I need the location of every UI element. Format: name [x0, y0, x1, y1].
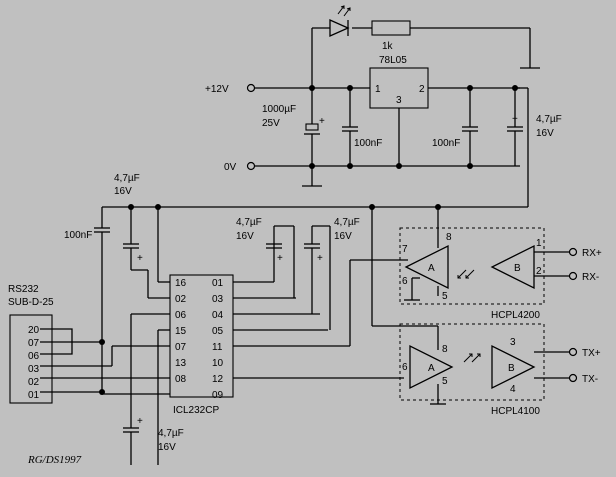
- author-signature: RG/DS1997: [27, 454, 82, 466]
- svg-text:HCPL4200: HCPL4200: [491, 310, 540, 321]
- svg-text:03: 03: [28, 364, 40, 375]
- svg-text:03: 03: [212, 294, 224, 305]
- svg-text:100nF: 100nF: [64, 230, 92, 241]
- svg-text:06: 06: [175, 310, 187, 321]
- svg-text:RS232: RS232: [8, 284, 39, 295]
- svg-text:100nF: 100nF: [432, 138, 460, 149]
- svg-text:16V: 16V: [236, 231, 254, 242]
- svg-text:+: +: [137, 253, 143, 264]
- svg-text:11: 11: [212, 342, 223, 353]
- svg-text:5: 5: [442, 291, 448, 302]
- svg-text:07: 07: [175, 342, 187, 353]
- resistor-1k: 1k: [371, 20, 411, 52]
- svg-text:6: 6: [402, 362, 408, 373]
- capacitor-47uf-bottom: + 4,7µF 16V: [123, 416, 184, 465]
- svg-text:04: 04: [212, 310, 224, 321]
- svg-text:01: 01: [212, 278, 224, 289]
- capacitor-47uf-mid2: + 4,7µF 16V: [304, 217, 360, 330]
- svg-text:16: 16: [175, 278, 187, 289]
- icl232-leads: [40, 207, 404, 465]
- capacitor-47uf-mid1: + 4,7µF 16V: [236, 217, 295, 298]
- svg-text:02: 02: [28, 377, 40, 388]
- svg-text:08: 08: [175, 374, 187, 385]
- capacitor-100nf-a: 100nF: [342, 88, 382, 166]
- svg-text:16V: 16V: [114, 186, 132, 197]
- svg-text:3: 3: [396, 95, 402, 106]
- svg-text:8: 8: [446, 232, 452, 243]
- hcpl4200: HCPL4200 A B 8 7 6 5 1 2 RX+ RX-: [349, 207, 602, 346]
- icl232-chip: 16 02 06 15 07 13 08 01 03 04 05 11 10 1…: [169, 274, 234, 416]
- rs232-connector: RS232 SUB-D-25 20 07 06 03 02 01: [8, 284, 112, 404]
- svg-text:15: 15: [175, 326, 187, 337]
- svg-text:A: A: [428, 363, 435, 374]
- svg-text:78L05: 78L05: [379, 55, 407, 66]
- svg-text:16V: 16V: [536, 128, 554, 139]
- svg-text:2: 2: [536, 266, 542, 277]
- svg-text:1k: 1k: [382, 41, 394, 52]
- capacitor-47uf-top: + 4,7µF 16V: [507, 88, 562, 166]
- svg-text:7: 7: [402, 244, 408, 255]
- svg-text:B: B: [514, 263, 521, 274]
- supply-terminals: +12V 0V: [205, 83, 256, 173]
- capacitor-1000uf: + 1000µF 25V: [262, 88, 325, 166]
- svg-text:0V: 0V: [224, 162, 237, 173]
- svg-text:06: 06: [28, 351, 40, 362]
- svg-text:16V: 16V: [334, 231, 352, 242]
- svg-text:02: 02: [175, 294, 187, 305]
- svg-text:05: 05: [212, 326, 224, 337]
- capacitor-100nf-c: 100nF: [64, 227, 110, 392]
- svg-text:A: A: [428, 263, 435, 274]
- svg-text:1000µF: 1000µF: [262, 104, 296, 115]
- svg-text:13: 13: [175, 358, 187, 369]
- svg-text:ICL232CP: ICL232CP: [173, 405, 219, 416]
- regulator-78l05: 78L05 1 2 3: [369, 55, 429, 109]
- svg-text:10: 10: [212, 358, 224, 369]
- svg-text:3: 3: [510, 337, 516, 348]
- power-supply-section: [254, 27, 540, 207]
- svg-text:4,7µF: 4,7µF: [158, 428, 184, 439]
- svg-text:25V: 25V: [262, 118, 280, 129]
- capacitor-100nf-b: 100nF: [432, 88, 478, 166]
- svg-text:07: 07: [28, 338, 40, 349]
- svg-text:8: 8: [442, 344, 448, 355]
- svg-text:4: 4: [510, 384, 516, 395]
- svg-text:5: 5: [442, 376, 448, 387]
- svg-text:4,7µF: 4,7µF: [114, 173, 140, 184]
- svg-text:2: 2: [419, 84, 425, 95]
- svg-text:+: +: [137, 416, 143, 427]
- svg-text:1: 1: [536, 238, 542, 249]
- svg-text:100nF: 100nF: [354, 138, 382, 149]
- svg-text:6: 6: [402, 276, 408, 287]
- svg-text:+: +: [317, 253, 323, 264]
- svg-text:+12V: +12V: [205, 84, 229, 95]
- svg-text:20: 20: [28, 325, 40, 336]
- svg-text:1: 1: [375, 84, 381, 95]
- svg-text:RX+: RX+: [582, 248, 602, 259]
- svg-text:+: +: [512, 114, 518, 125]
- svg-text:12: 12: [212, 374, 224, 385]
- svg-text:4,7µF: 4,7µF: [236, 217, 262, 228]
- svg-text:09: 09: [212, 390, 224, 401]
- svg-text:4,7µF: 4,7µF: [334, 217, 360, 228]
- svg-text:SUB-D-25: SUB-D-25: [8, 297, 54, 308]
- svg-text:TX-: TX-: [582, 374, 598, 385]
- svg-text:16V: 16V: [158, 442, 176, 453]
- svg-text:4,7µF: 4,7µF: [536, 114, 562, 125]
- svg-text:HCPL4100: HCPL4100: [491, 406, 540, 417]
- svg-text:01: 01: [28, 390, 40, 401]
- svg-text:RX-: RX-: [582, 272, 599, 283]
- led-symbol: [329, 5, 351, 38]
- main-bus: [101, 204, 528, 228]
- svg-text:+: +: [277, 253, 283, 264]
- svg-text:TX+: TX+: [582, 348, 601, 359]
- supply-junctions: [309, 85, 518, 169]
- svg-text:+: +: [319, 116, 325, 127]
- hcpl4100: HCPL4100 A B 8 6 5 3 4 TX+ TX-: [371, 207, 601, 417]
- svg-text:B: B: [508, 363, 515, 374]
- capacitor-47uf-left: + 4,7µF 16V: [114, 173, 143, 270]
